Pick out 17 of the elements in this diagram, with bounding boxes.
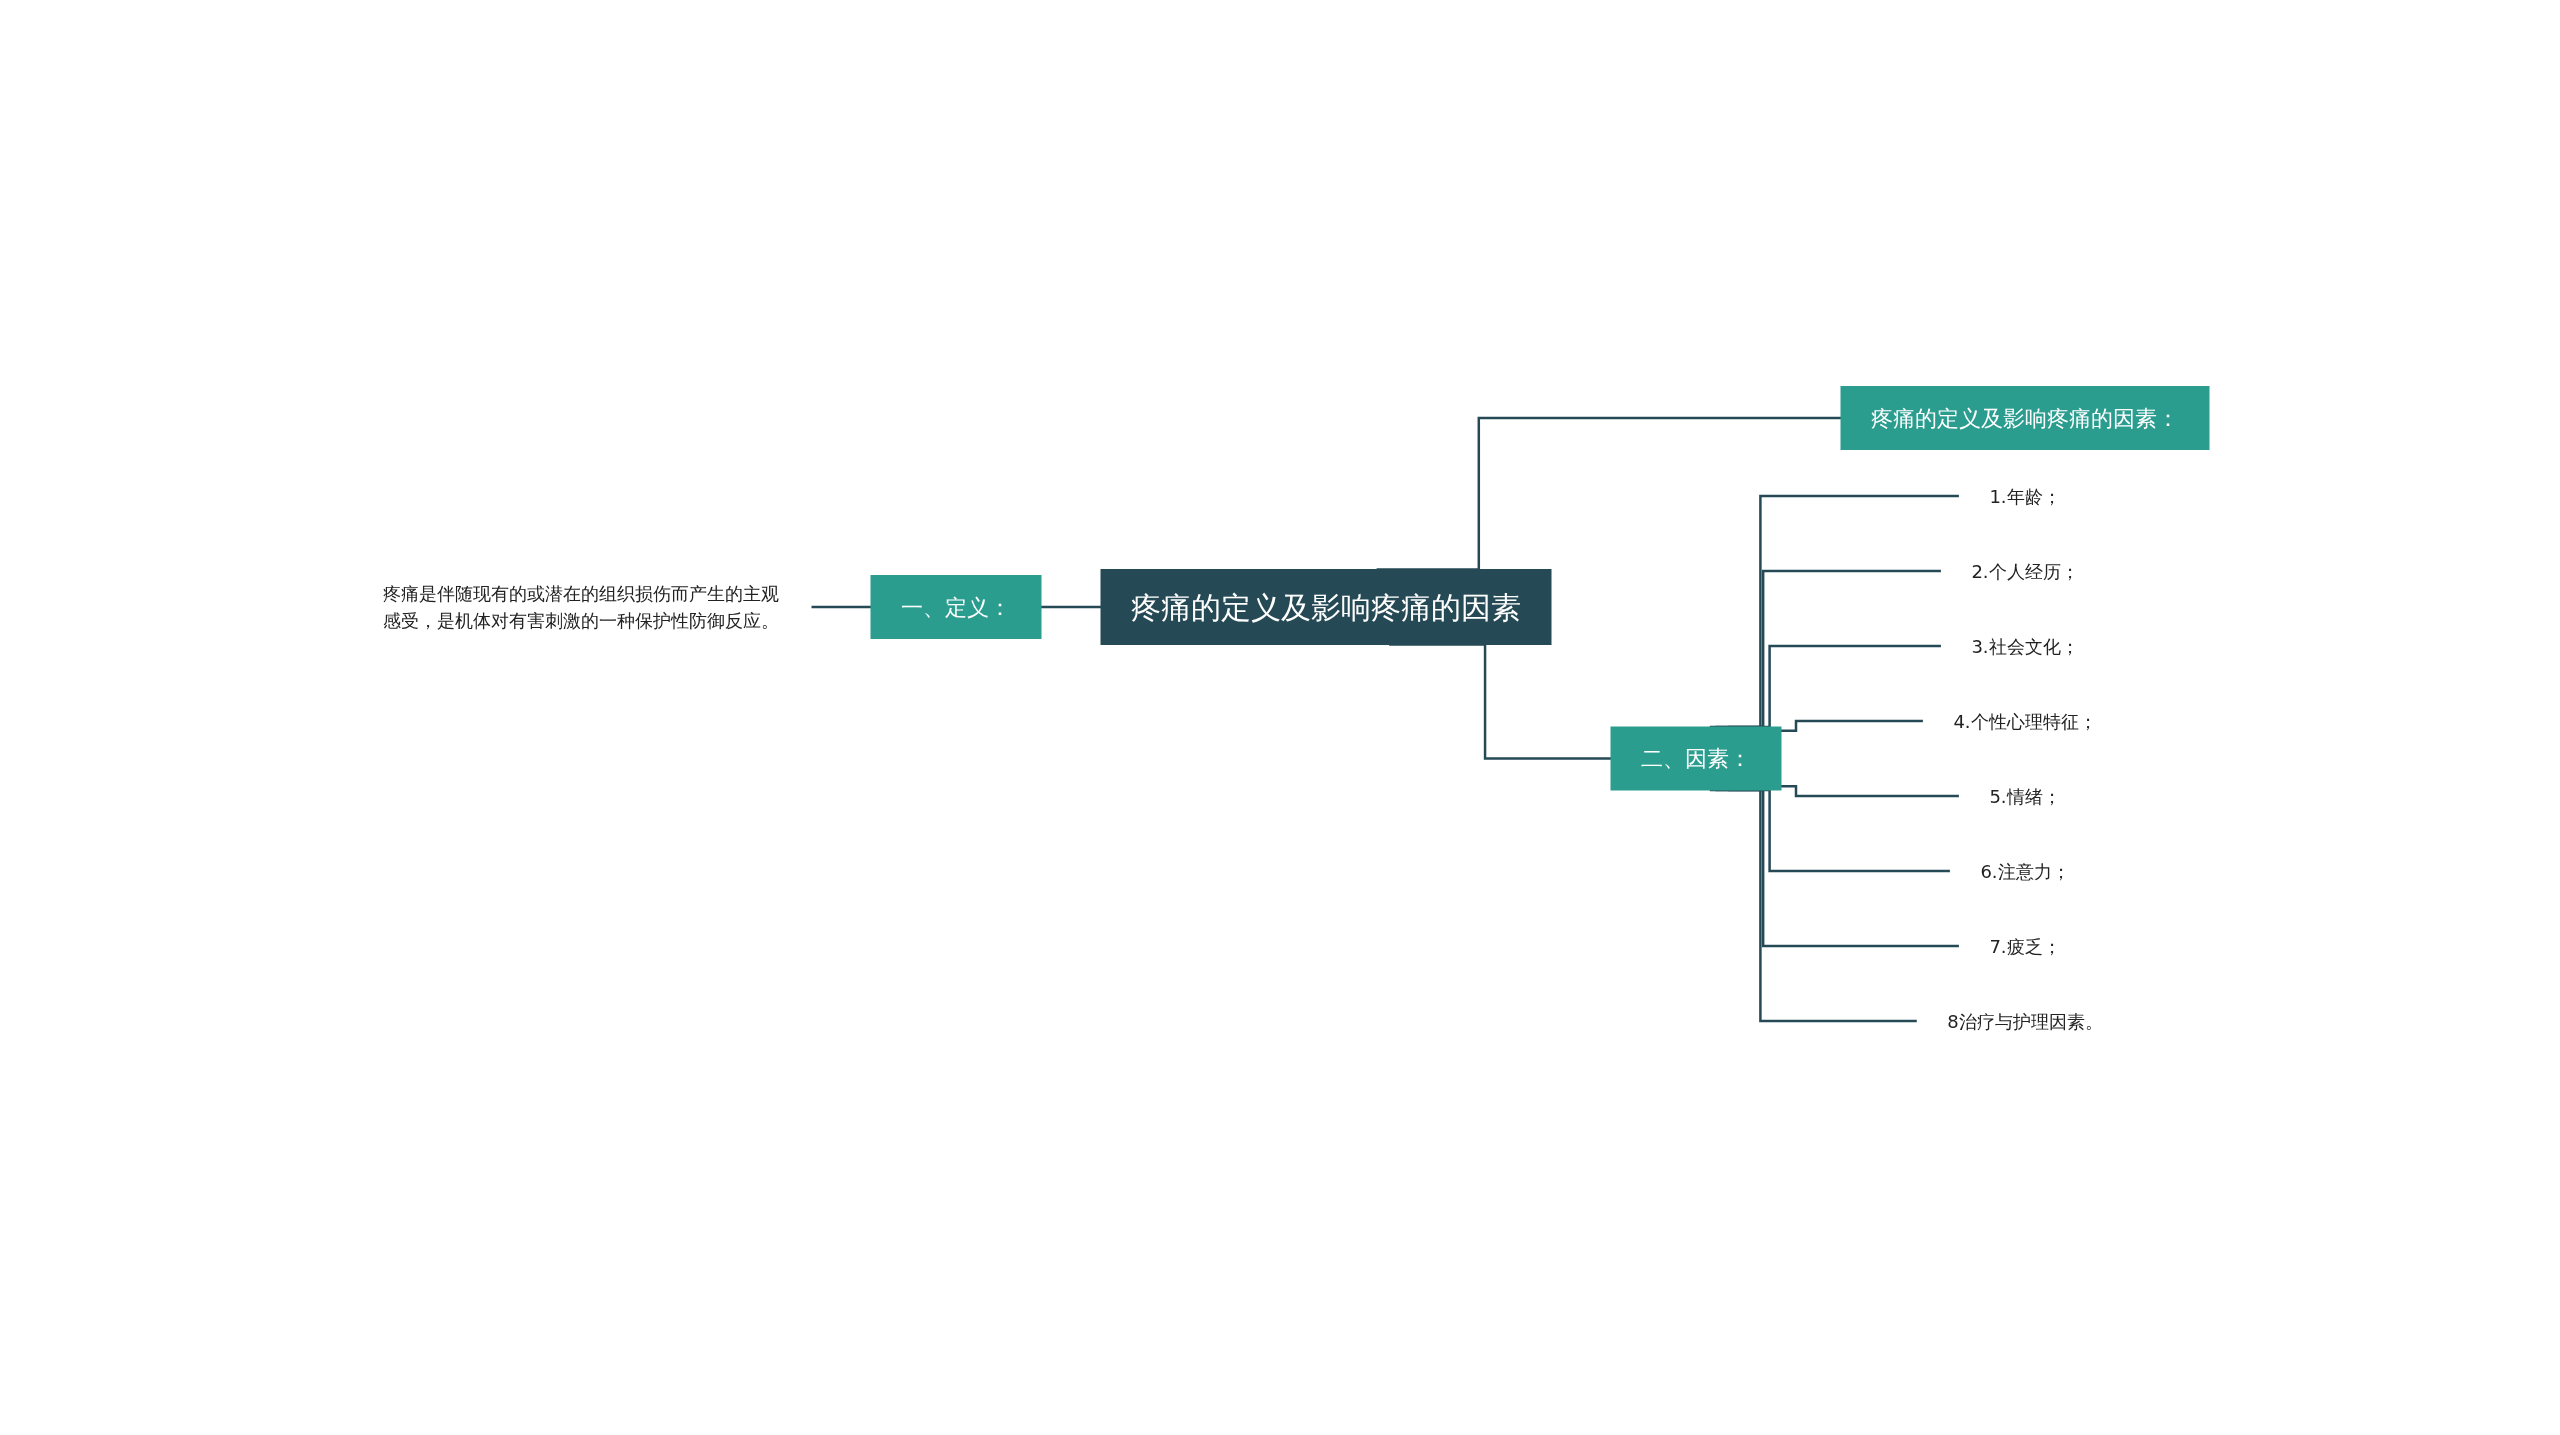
node-text: 4.个性心理特征； — [1953, 710, 2097, 731]
node-text: 2.个人经历； — [1971, 560, 2079, 581]
node-box: 一、定义： — [870, 574, 1042, 639]
node-text: 7.疲乏； — [1989, 935, 2061, 956]
connector — [811, 605, 871, 608]
connector — [1781, 719, 1924, 732]
node-text: 3.社会文化； — [1971, 635, 2079, 656]
connector — [1781, 784, 1960, 797]
node-box: 二、因素： — [1610, 726, 1782, 790]
node-text: 6.注意力； — [1980, 860, 2070, 881]
node-text: 疼痛是伴随现有的或潜在的组织损伤而产生的主观感受，是机体对有害刺激的一种保护性防御反应。 — [383, 582, 779, 631]
node-box: 疼痛的定义及影响疼痛的因素 — [1100, 568, 1552, 645]
connector — [1041, 605, 1101, 608]
node-text: 5.情绪； — [1989, 785, 2061, 806]
node-text: 1.年龄； — [1989, 485, 2061, 506]
node-text: 8治疗与护理因素。 — [1947, 1010, 2103, 1031]
node-box: 疼痛的定义及影响疼痛的因素： — [1840, 385, 2210, 450]
